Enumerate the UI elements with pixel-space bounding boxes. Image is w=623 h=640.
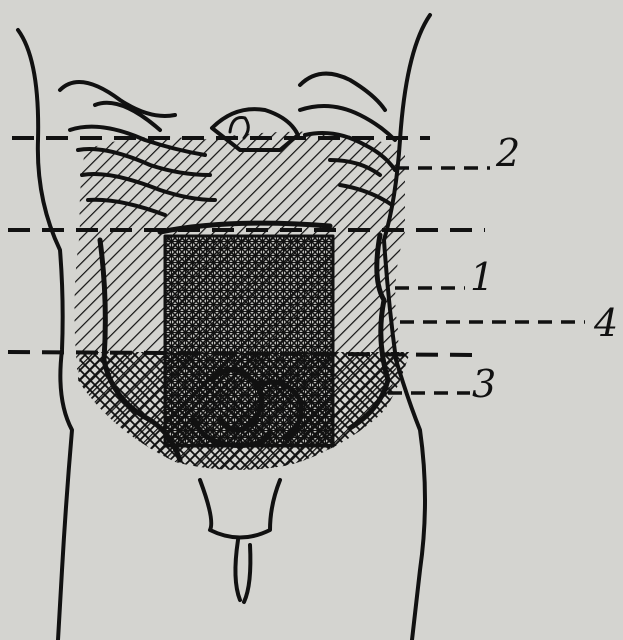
label-3: 3 [472, 362, 496, 406]
label-2: 2 [495, 131, 520, 175]
central-region [165, 236, 333, 446]
label-1: 1 [470, 255, 494, 299]
label-4: 4 [593, 301, 618, 345]
stomach-region [80, 132, 405, 232]
